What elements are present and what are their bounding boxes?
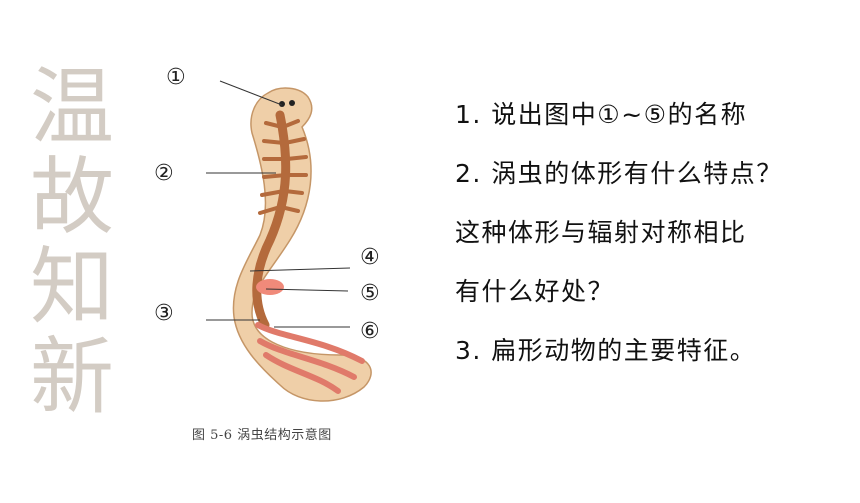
side-title-char-1: 温 (29, 58, 114, 156)
question-2-line-3: 有什么好处？ (455, 277, 615, 306)
question-2: 2. 涡虫的体形有什么特点？ (455, 159, 783, 188)
question-list: 1. 说出图中①~⑤的名称 2. 涡虫的体形有什么特点？ 这种体形与辐射对称相比… (455, 100, 855, 395)
side-title-char-2: 故 (29, 148, 114, 246)
gut-branches (258, 119, 308, 215)
pharynx (256, 279, 284, 295)
posterior-gut (255, 322, 365, 394)
figure-caption: 图 5-6 涡虫结构示意图 (192, 428, 332, 443)
planarian-figure: ① ② ③ ④ ⑤ ⑥ (140, 55, 400, 455)
figure-label-5: ⑤ (360, 281, 380, 306)
question-1: 1. 说出图中①~⑤的名称 (455, 100, 748, 129)
planarian-body (232, 87, 372, 402)
gut-trunk (252, 110, 291, 330)
figure-label-6: ⑥ (360, 319, 380, 344)
figure-label-2: ② (154, 161, 174, 186)
side-title-char-4: 新 (29, 328, 114, 426)
planarian-illustration (206, 80, 372, 402)
question-3: 3. 扁形动物的主要特征。 (455, 336, 757, 365)
figure-label-3: ③ (154, 301, 174, 326)
figure-label-4: ④ (360, 245, 380, 270)
question-2-line-2: 这种体形与辐射对称相比 (455, 218, 747, 247)
figure-label-1: ① (166, 65, 186, 90)
eye-left-icon (279, 101, 285, 107)
eye-right-icon (289, 100, 295, 106)
side-title-char-3: 知 (29, 238, 114, 336)
side-title: 温 故 知 新 (28, 62, 116, 422)
label-lines (206, 80, 351, 328)
